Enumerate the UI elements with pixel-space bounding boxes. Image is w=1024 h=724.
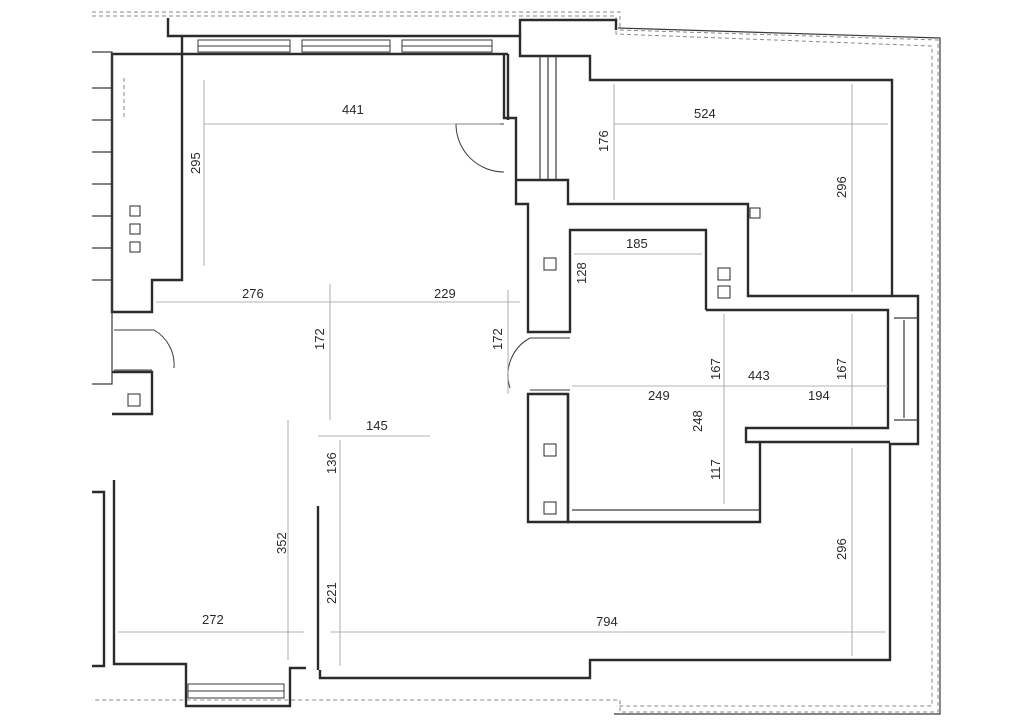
vent-icon (749, 207, 761, 219)
dimension-label: 443 (748, 368, 770, 383)
vent-icon (127, 393, 141, 407)
dimension-label: 172 (312, 328, 327, 350)
exterior-walls (92, 18, 920, 708)
outer-dashed-outline (92, 11, 941, 715)
vent-icon (543, 501, 557, 515)
dimension-label: 185 (626, 236, 648, 251)
dimension-label: 794 (596, 614, 618, 629)
dimension-label: 167 (708, 358, 723, 380)
dimension-lines (118, 80, 888, 666)
dimension-label: 272 (202, 612, 224, 627)
dimension-label: 145 (366, 418, 388, 433)
dimension-label: 276 (242, 286, 264, 301)
interior-walls (316, 54, 918, 670)
dimension-labels: 441 295 524 176 296 185 128 276 229 172 … (188, 102, 849, 629)
dimension-label: 249 (648, 388, 670, 403)
dimension-label: 296 (834, 538, 849, 560)
dimension-label: 441 (342, 102, 364, 117)
dimension-label: 229 (434, 286, 456, 301)
dimension-label: 352 (274, 532, 289, 554)
doors (114, 123, 570, 391)
vent-icon (129, 205, 141, 217)
vent-icon (717, 267, 731, 281)
vent-icon (129, 223, 141, 235)
ventilation-ducts (127, 205, 761, 515)
vent-icon (543, 257, 557, 271)
top-windows (187, 39, 493, 699)
staircase (92, 51, 125, 385)
dimension-label: 176 (596, 130, 611, 152)
dimension-label: 248 (690, 410, 705, 432)
vent-icon (129, 241, 141, 253)
vent-icon (717, 285, 731, 299)
dimension-label: 524 (694, 106, 716, 121)
dimension-label: 194 (808, 388, 830, 403)
dimension-label: 221 (324, 582, 339, 604)
dimension-label: 296 (834, 176, 849, 198)
dimension-label: 117 (708, 459, 723, 480)
dimension-label: 128 (574, 262, 589, 284)
dimension-label: 167 (834, 358, 849, 380)
dimension-label: 136 (324, 452, 339, 474)
dimension-label: 172 (490, 328, 505, 350)
dimension-label: 295 (188, 152, 203, 174)
vent-icon (543, 443, 557, 457)
